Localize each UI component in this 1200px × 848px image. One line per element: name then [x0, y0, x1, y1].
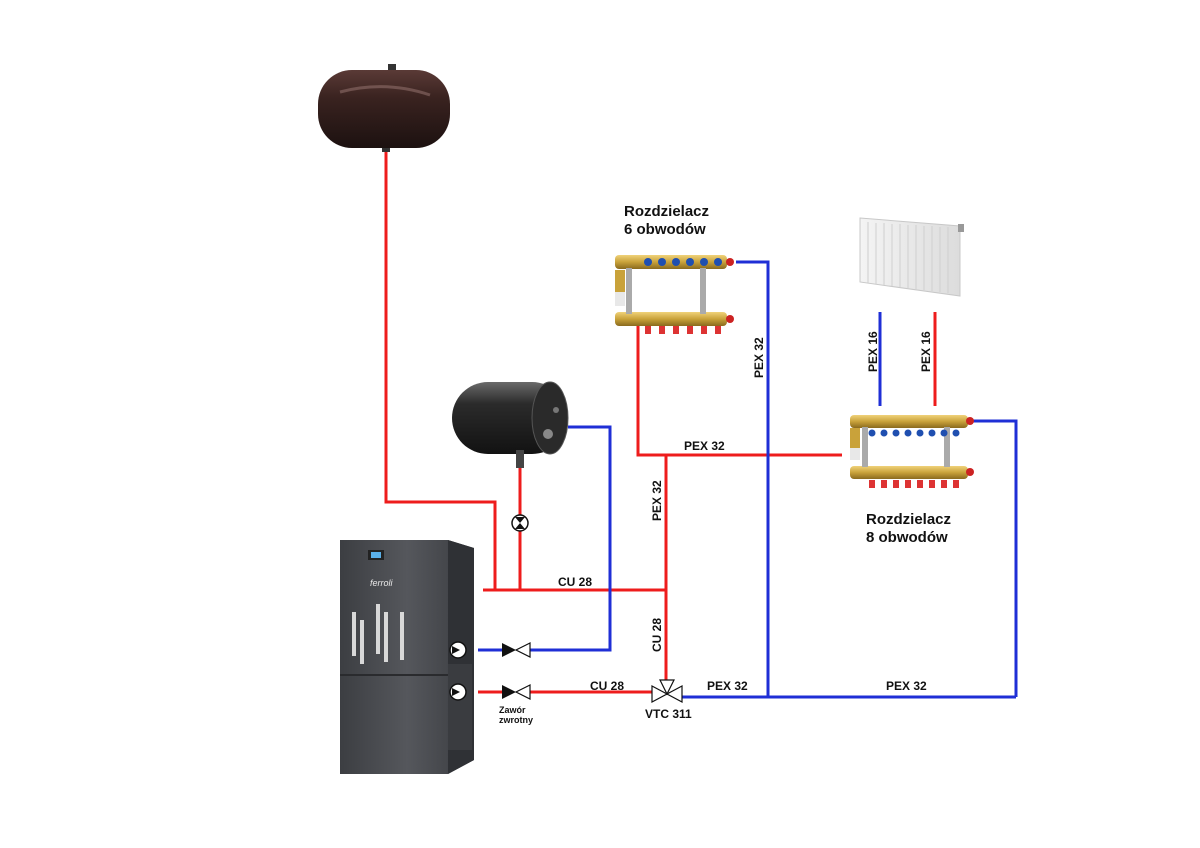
pipe-label-pex16-supply: PEX 16	[919, 331, 933, 372]
valve-label-vtc311: VTC 311	[645, 707, 692, 721]
return-pipe-manifold-8	[970, 419, 1018, 697]
check-valve-icon	[502, 684, 531, 700]
pellet-boiler: ferroli	[340, 540, 474, 774]
manifold-6-subtitle: 6 obwodów	[624, 221, 706, 238]
pipe-label-cu28-top: CU 28	[558, 575, 592, 589]
manifold-6-title: Rozdzielacz	[624, 203, 709, 220]
ball-valve-icon	[502, 642, 531, 658]
manifold-8-title: Rozdzielacz	[866, 511, 951, 528]
pipe-label-pex32-bottom-right: PEX 32	[886, 679, 927, 693]
pipe-label-pex32-horizontal: PEX 32	[684, 439, 725, 453]
manifold-6-valves	[615, 258, 734, 334]
manifold-8-subtitle: 8 obwodów	[866, 529, 948, 546]
pipe-label-pex32-vertical: PEX 32	[752, 337, 766, 378]
manifold-8-valves	[850, 417, 974, 488]
supply-pipe-manifold-6	[636, 318, 842, 457]
pipes	[384, 150, 1018, 699]
check-valve-label-line1: Zawór	[499, 705, 526, 715]
pipe-label-cu28-vertical: CU 28	[650, 618, 664, 652]
check-valve-label-line2: zwrotny	[499, 715, 533, 725]
pipe-label-pex32-bottom-left: PEX 32	[707, 679, 748, 693]
manifold-8-circuits	[850, 415, 974, 488]
radiator	[859, 217, 964, 297]
pipe-label-cu28-bottom: CU 28	[590, 679, 624, 693]
return-pipe-cylinder	[530, 425, 612, 652]
boiler-logo: ferroli	[370, 578, 394, 588]
expansion-tank	[318, 64, 450, 152]
return-pipe-manifold-6	[736, 260, 770, 697]
pipe-label-pex16-return: PEX 16	[866, 331, 880, 372]
circulation-pump	[511, 514, 529, 532]
pipe-label-pex32-riser: PEX 32	[650, 480, 664, 521]
supply-pipe-expansion	[384, 150, 497, 590]
hot-water-cylinder	[452, 381, 569, 468]
three-way-valve-icon	[651, 679, 683, 703]
manifold-6-circuits	[615, 255, 734, 334]
